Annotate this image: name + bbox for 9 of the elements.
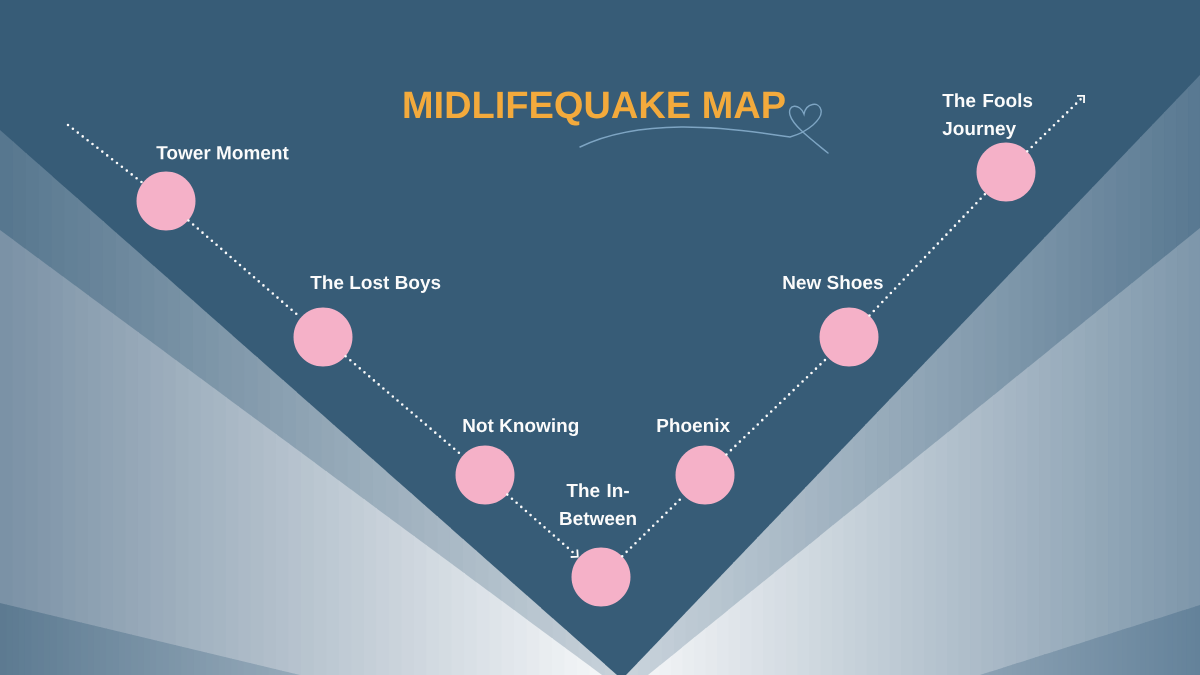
- step-label: Phoenix: [657, 418, 730, 433]
- dotted-arrow: [506, 493, 579, 558]
- step-label: Tower Moment: [156, 146, 289, 160]
- step-label: The In-Between: [560, 483, 636, 526]
- step-label: The Lost Boys: [310, 275, 441, 293]
- step-label: New Shoes: [783, 275, 883, 290]
- step-label: Not Knowing: [463, 418, 579, 436]
- step-label: The Fools Journey: [942, 93, 1033, 139]
- title: MIDLIFEQUAKE MAP: [404, 91, 785, 126]
